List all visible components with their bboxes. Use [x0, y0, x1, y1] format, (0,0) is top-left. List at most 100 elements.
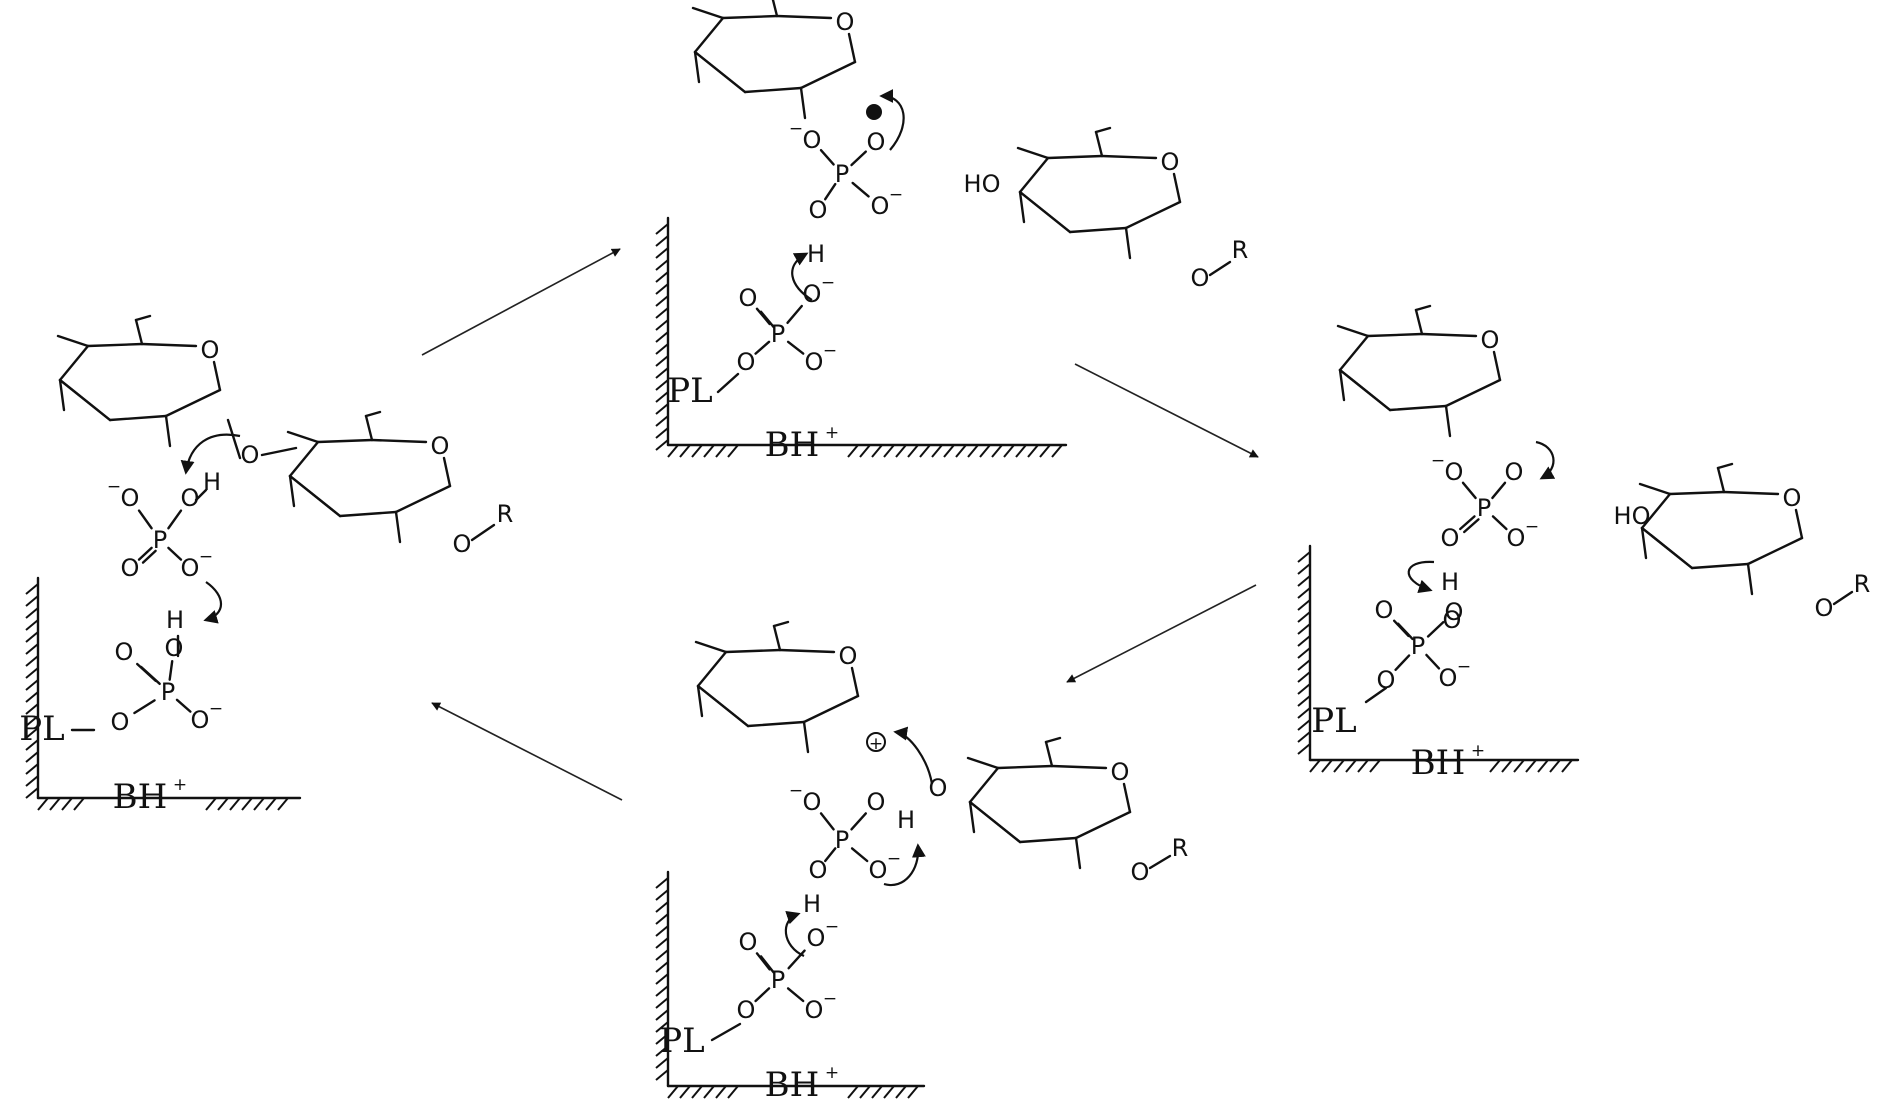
- sugar-left-b-c2-stub: [394, 510, 402, 544]
- glyco-bond-left-b: [260, 446, 298, 457]
- wall-right-hatch-v: [1297, 731, 1311, 743]
- phos-left-upper-double-bond: [141, 549, 157, 564]
- bh-charge-right: +: [1471, 741, 1485, 761]
- wall-top-hatch-h: [1039, 444, 1051, 458]
- wall-top-hatch-h: [703, 444, 715, 458]
- wall-top-hatch-h: [667, 444, 679, 458]
- sugar-right-acceptor-c3-stub: [1640, 526, 1648, 560]
- anomeric-oxygen-bottom: O: [1131, 858, 1150, 886]
- phos-left-upper-oxygen-charge: −: [199, 547, 213, 567]
- phos-bottom-upper-bond: [850, 812, 867, 831]
- wall-bottom-hatch-h: [679, 1085, 691, 1099]
- phos-top-lower-double-bond: [759, 310, 775, 329]
- h-left-lower: H: [166, 606, 184, 634]
- wall-right-hatch-v: [1297, 575, 1311, 587]
- phos-left-lower-oxygen: O: [115, 638, 134, 666]
- sugar-bottom-a-c2-stub: [802, 720, 810, 754]
- wall-right-hatch-h: [1501, 759, 1513, 773]
- phos-top-upper-bond: [824, 182, 837, 201]
- sugar-right-acceptor-c6-tip: [1716, 462, 1734, 470]
- phos-right-lower-oxygen: O: [1445, 598, 1464, 626]
- wall-left: [25, 576, 302, 811]
- wall-top-hatch-v: [655, 343, 669, 355]
- wall-bottom-hatch-v: [655, 961, 669, 973]
- wall-left-hatch-v: [25, 727, 39, 739]
- glyco-bond-left-a: [226, 418, 242, 460]
- wall-top-hatch-h: [691, 444, 703, 458]
- phos-left-upper-bond: [137, 546, 153, 561]
- sugar-right-a-ring-front: [1338, 368, 1392, 412]
- phos-bottom-upper-oxygen-charge: −: [789, 781, 803, 801]
- sugar-right-acceptor-ring-bond: [1746, 536, 1804, 566]
- sugar-top-a-ring-bond: [847, 32, 857, 64]
- sugar-top-acceptor-ring-bond: [1018, 156, 1050, 194]
- phos-right-upper-oxygen: O: [1441, 524, 1460, 552]
- cation-center-top: [866, 104, 882, 120]
- phos-right-lower-oxygen: O: [1375, 596, 1394, 624]
- sugar-left-b-ring-bond: [288, 440, 320, 478]
- or-bond-right: [1832, 590, 1854, 606]
- sugar-right-a: O: [1336, 304, 1502, 438]
- phos-bottom-lower-bond: [754, 987, 771, 1003]
- wall-right-hatch-h: [1537, 759, 1549, 773]
- phos-right-lower-phosphorus: P: [1411, 632, 1425, 660]
- sugar-left-a-ring-oxygen: O: [201, 336, 220, 364]
- wall-right-hatch-v: [1297, 659, 1311, 671]
- wall-bottom: [655, 870, 926, 1099]
- phos-right-lower-double-bond: [1396, 622, 1414, 641]
- phos-top-upper-oxygen: O: [871, 192, 890, 220]
- or-bond-bottom: [1148, 854, 1172, 870]
- wall-bottom-hatch-h: [715, 1085, 727, 1099]
- sugar-bottom-acceptor: O: [966, 736, 1132, 870]
- wall-right-hatch-v: [1297, 599, 1311, 611]
- wall-top-hatch-v: [655, 331, 669, 343]
- h-left-upper: H: [203, 468, 221, 496]
- push-bottom-3: [784, 910, 805, 958]
- sugar-right-acceptor-ring-bond: [1794, 508, 1804, 540]
- sugar-left-b-c6-stub: [364, 414, 374, 442]
- phos-top-lower-oxygen-charge: −: [823, 341, 837, 361]
- phos-right-upper-double-bond: [1462, 518, 1480, 534]
- push-bottom-2: [883, 843, 926, 887]
- wall-top-hatch-h: [727, 444, 739, 458]
- sugar-bottom-acceptor-ring-front: [968, 800, 1022, 844]
- arrow-to-bottom: [1066, 584, 1257, 683]
- wall-top-hatch-v: [655, 379, 669, 391]
- sugar-left-b: O: [286, 410, 452, 544]
- sugar-left-a-ring-bond: [212, 360, 222, 392]
- wall-left-hatch-v: [25, 643, 39, 655]
- anomeric-oxygen-left-b: O: [453, 530, 472, 558]
- wall-left-hatch-v: [25, 739, 39, 751]
- wall-bottom-hatch-v: [655, 997, 669, 1009]
- phos-right-lower-bond: [1394, 654, 1411, 671]
- wall-top-hatch-h: [1015, 444, 1027, 458]
- wall-top-hatch-v: [655, 271, 669, 283]
- wall-right-hatch-h: [1369, 759, 1381, 773]
- wall-top-hatch-h: [679, 444, 691, 458]
- wall-left-hatch-h: [265, 797, 277, 811]
- wall-bottom-hatch-h: [883, 1085, 895, 1099]
- sugar-left-a-ring-bond: [58, 344, 90, 382]
- wall-left-hatch-h: [205, 797, 217, 811]
- phos-left-lower-phosphorus: P: [161, 678, 175, 706]
- push-top-1: [879, 89, 905, 151]
- push-right-2: [1407, 560, 1435, 594]
- sugar-top-acceptor-ring-bond: [1100, 154, 1158, 160]
- hydroxyl-right-acceptor: HO: [1614, 502, 1651, 530]
- cycle-arrows: [421, 248, 1259, 801]
- phos-right-upper-oxygen-charge: −: [1431, 451, 1445, 471]
- phos-right-upper-phosphorus: P: [1477, 494, 1491, 522]
- sugar-bottom-a-ring-bond: [696, 650, 728, 688]
- phos-right-lower-oxygen-charge: −: [1457, 657, 1471, 677]
- arrow-to-left: [431, 702, 623, 801]
- oh-bond-left: [194, 488, 208, 502]
- phos-left-upper-bond: [167, 546, 183, 561]
- phos-left-lower-bond: [133, 699, 156, 715]
- sugar-top-acceptor-c6-tip: [1094, 126, 1112, 134]
- atom-labels: PLBH+PLBH+PLBH+PLBH+PO−OOO−HOORHPOOOO−+P…: [19, 103, 1870, 1103]
- sugar-bottom-acceptor-ring-bond: [968, 766, 1000, 804]
- h-bottom: H: [803, 890, 821, 918]
- push-left-2: [203, 581, 223, 624]
